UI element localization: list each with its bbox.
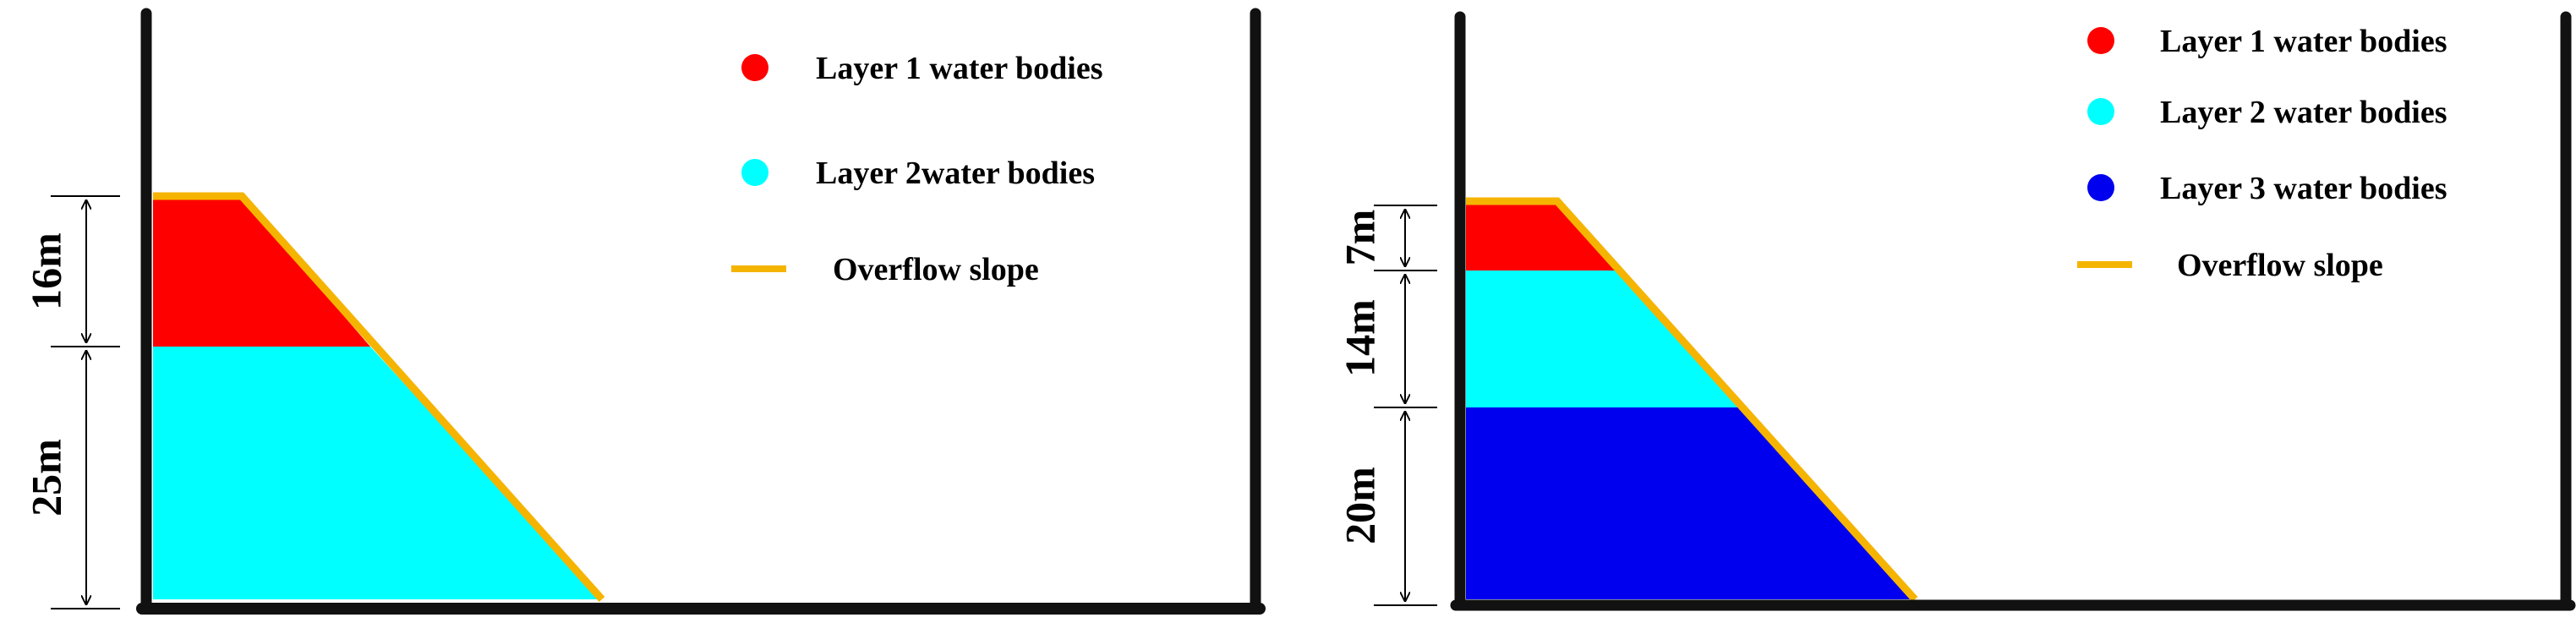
left-layer2-water [153, 347, 602, 599]
left-legend-layer1-label: Layer 1 water bodies [816, 51, 1103, 86]
right-legend-layer3-label: Layer 3 water bodies [2160, 171, 2447, 206]
left-legend-layer2-label: Layer 2water bodies [816, 156, 1095, 191]
right-dim-label-top: 7m [1336, 210, 1383, 266]
left-legend-layer2-marker [741, 159, 768, 186]
left-legend-layer1-marker [741, 54, 768, 81]
right-panel: 7m 14m 20m Layer 1 water bodies Layer 2 … [1336, 11, 2576, 611]
right-dim-label-middle: 14m [1336, 299, 1383, 377]
left-panel: 16m 25m Layer 1 water bodies Layer 2wate… [22, 8, 1266, 615]
right-legend-layer1-marker [2087, 27, 2114, 54]
right-legend-layer2-label: Layer 2 water bodies [2160, 95, 2447, 130]
left-overflow-slope [153, 192, 605, 602]
right-legend-layer3-marker [2087, 174, 2114, 201]
right-legend-layer1-label: Layer 1 water bodies [2160, 24, 2447, 59]
right-layer2-water [1466, 271, 1741, 407]
left-layer1-water [153, 196, 370, 347]
right-layer1-water [1466, 205, 1617, 271]
left-dim-label-upper: 16m [22, 232, 69, 310]
right-overflow-slope [1466, 197, 1918, 603]
right-layer3-water [1466, 407, 1915, 599]
right-legend-slope-label: Overflow slope [2177, 248, 2383, 283]
right-dim-label-bottom: 20m [1336, 467, 1383, 544]
left-legend-slope-label: Overflow slope [833, 252, 1039, 287]
right-legend-layer2-marker [2087, 98, 2114, 125]
left-dim-label-lower: 25m [22, 439, 69, 516]
